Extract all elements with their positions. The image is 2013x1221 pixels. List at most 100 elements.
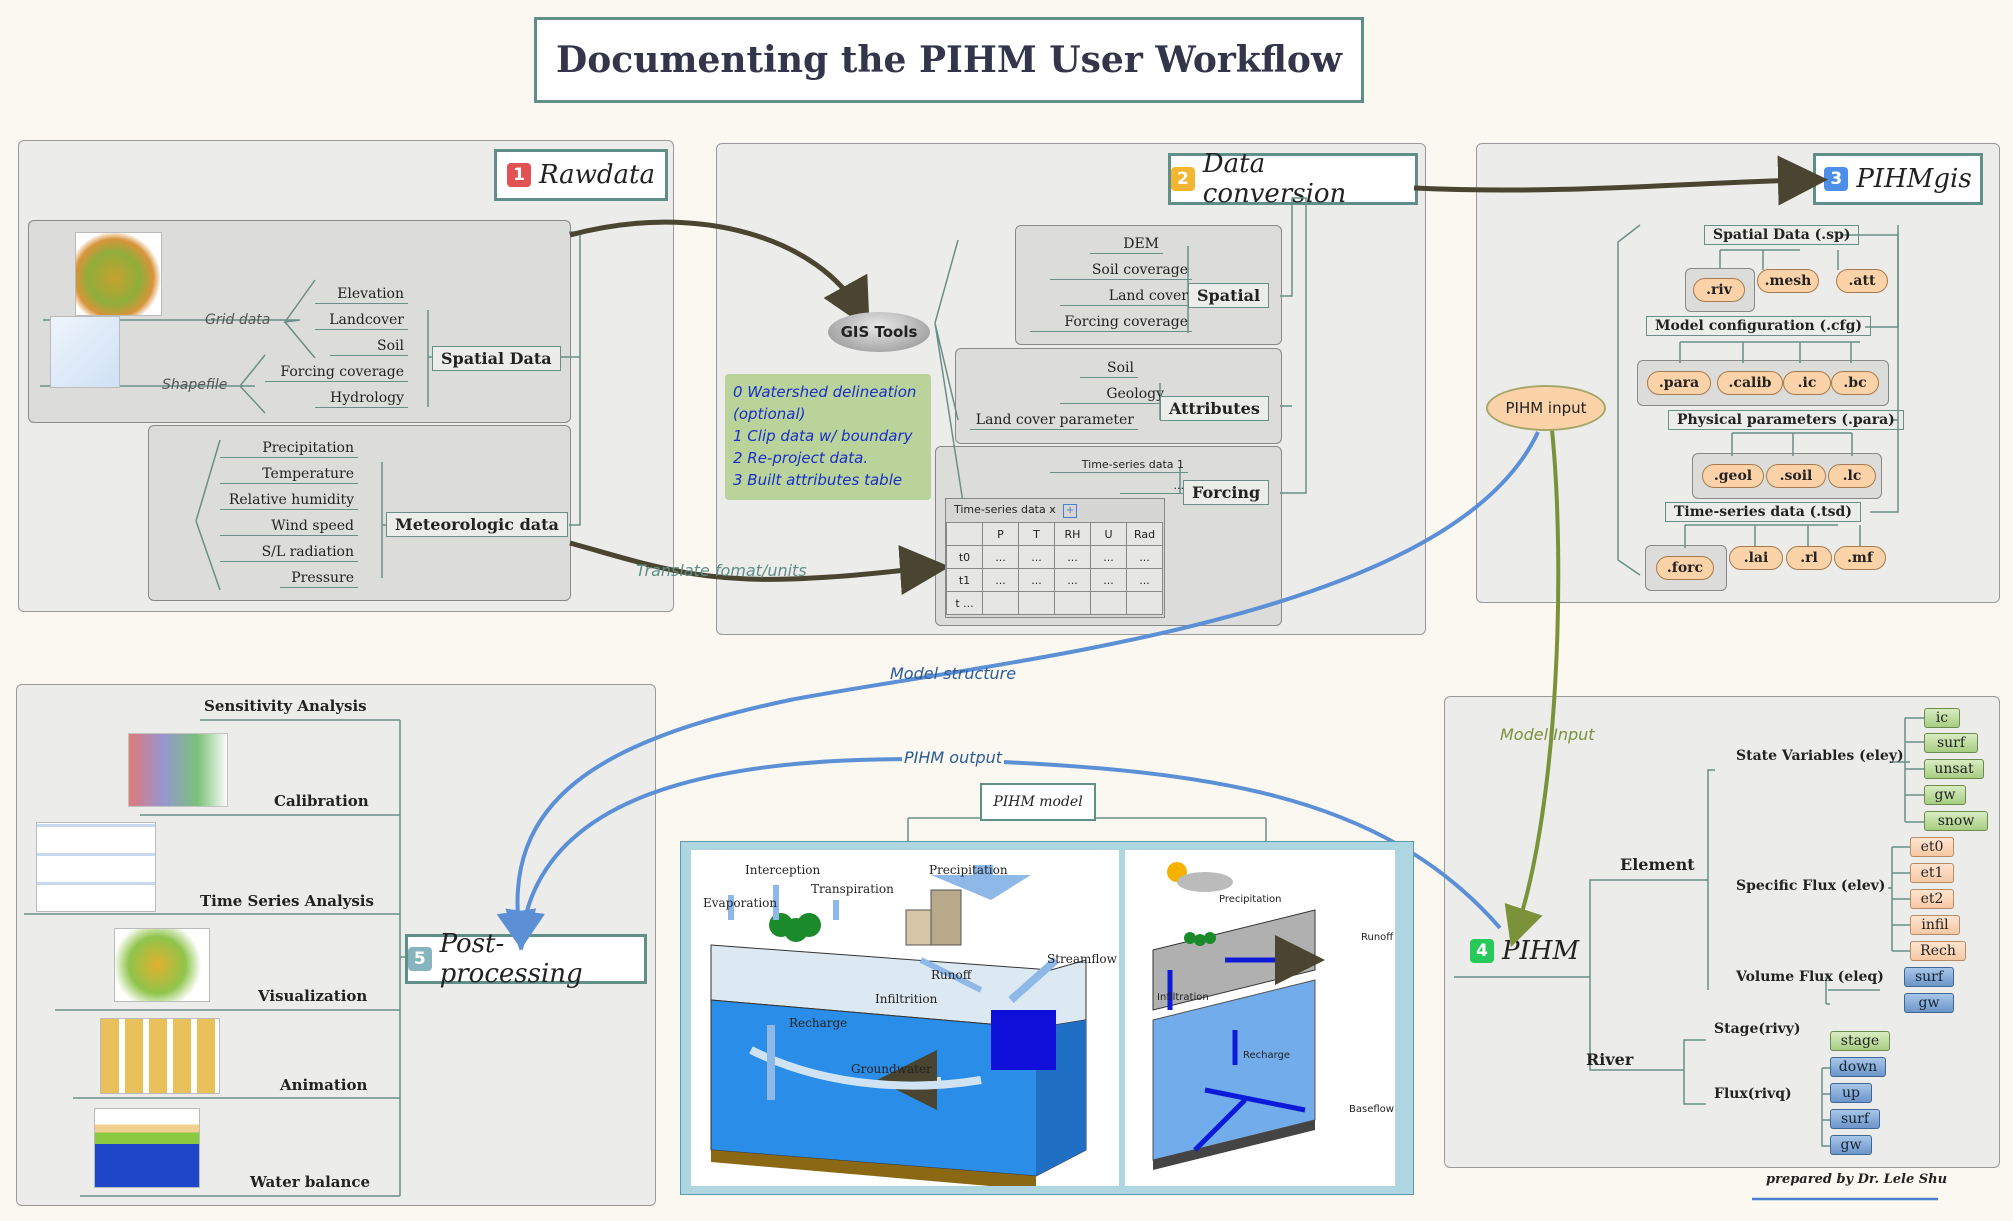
pill-soil: .soil	[1766, 464, 1826, 488]
post-animation: Animation	[280, 1076, 368, 1094]
lbl-interception: Interception	[745, 863, 821, 877]
pihm-output-label: PIHM output	[902, 748, 1005, 767]
river-stage: stage	[1830, 1031, 1890, 1051]
lbl-baseflow: Baseflow	[1349, 1104, 1394, 1115]
state-ic: ic	[1924, 708, 1960, 728]
flux-et0: et0	[1910, 837, 1954, 857]
lbl-groundwater: Groundwater	[851, 1062, 932, 1076]
step-4-badge: 4	[1470, 939, 1494, 963]
pill-rl: .rl	[1786, 546, 1832, 570]
watershed-cross-section-illustration	[691, 850, 1119, 1186]
volflux-gw: gw	[1904, 993, 1954, 1013]
pill-para: .para	[1647, 371, 1711, 395]
gis-tools-label: GIS Tools	[840, 323, 918, 341]
table-cell	[946, 522, 983, 546]
table-cell: ...	[1126, 568, 1163, 592]
sp-label: Spatial Data (.sp)	[1704, 225, 1860, 245]
table-cell: ...	[1054, 568, 1091, 592]
conversion-header-label: Data conversion	[1202, 149, 1347, 209]
river-flux-gw: gw	[1830, 1135, 1872, 1155]
table-cell: t0	[946, 545, 983, 569]
pill-bc: .bc	[1831, 371, 1879, 395]
table-cell: ...	[1018, 568, 1055, 592]
lbl-runoff-right: Runoff	[1361, 932, 1394, 943]
lbl-streamflow: Streamflow	[1047, 952, 1117, 966]
gis-step-2: 2 Re-project data.	[733, 449, 869, 467]
table-cell	[1054, 591, 1091, 615]
arrow-raw-to-gis	[569, 219, 870, 330]
pihmgis-header-label: PIHMgis	[1856, 164, 1972, 194]
pihm-model-figure: Interception Transpiration Precipitation…	[680, 841, 1414, 1195]
table-row: t0 ... ... ... ... ...	[946, 545, 1163, 569]
arrow-model-input	[1504, 429, 1561, 948]
state-surf: surf	[1924, 733, 1978, 753]
translate-format-label: Translate fomat/units	[636, 561, 807, 580]
pihm-input-label: PIHM input	[1505, 399, 1587, 417]
conv-attributes-node: Attributes	[1160, 396, 1269, 421]
page-title-box: Documenting the PIHM User Workflow	[534, 17, 1364, 103]
rawdata-header-label: Rawdata	[538, 160, 656, 190]
pill-ic: .ic	[1783, 371, 1831, 395]
raw-spatial-item-forcing: Forcing coverage	[265, 364, 408, 382]
conv-attr-geology: Geology	[1060, 386, 1168, 404]
state-snow: snow	[1924, 811, 1988, 831]
conv-spatial-soil: Soil coverage	[1050, 262, 1192, 280]
pill-lai: .lai	[1729, 546, 1783, 570]
pill-forc: .forc	[1656, 556, 1714, 580]
conv-forcing-node: Forcing	[1183, 480, 1270, 505]
specific-flux-label: Specific Flux (elev)	[1736, 878, 1886, 894]
lbl-precipitation-right: Precipitation	[1219, 894, 1282, 905]
gis-steps-note: 0 Watershed delineation (optional) 1 Cli…	[725, 374, 931, 500]
cfg-label: Model configuration (.cfg)	[1646, 316, 1871, 336]
credit-text: prepared by Dr. Lele Shu	[1766, 1172, 1948, 1187]
conv-attr-landcover: Land cover parameter	[970, 412, 1138, 430]
met-item-radiation: S/L radiation	[220, 544, 358, 562]
table-row: t ...	[946, 591, 1163, 615]
conv-attr-soil: Soil	[1080, 360, 1138, 378]
state-unsat: unsat	[1924, 759, 1984, 779]
table-cell: ...	[1018, 545, 1055, 569]
grid-data-label: Grid data	[205, 312, 271, 328]
arrow-model-structure	[496, 431, 1540, 951]
model-structure-label: Model structure	[890, 664, 1017, 683]
page-title: Documenting the PIHM User Workflow	[556, 39, 1342, 81]
table-cell: RH	[1054, 522, 1091, 546]
add-table-icon[interactable]: +	[1063, 504, 1078, 518]
post-visualization: Visualization	[258, 987, 368, 1005]
arrow-conv-to-pihmgis	[1413, 155, 1828, 206]
step-5-badge: 5	[408, 947, 432, 971]
visualization-map-thumbnail	[114, 928, 210, 1002]
gis-tools-bubble: GIS Tools	[828, 312, 930, 352]
flux-et1: et1	[1910, 863, 1954, 883]
lbl-precipitation-left: Precipitation	[929, 863, 1008, 877]
table-cell	[982, 591, 1019, 615]
met-item-precipitation: Precipitation	[220, 440, 358, 458]
stage-label: Stage(rivy)	[1714, 1021, 1801, 1037]
pill-geol: .geol	[1702, 464, 1764, 488]
lbl-evaporation: Evaporation	[703, 896, 778, 910]
pihm-model-title-box: PIHM model	[980, 783, 1096, 821]
model-input-label: Model Input	[1500, 725, 1595, 744]
table-cell: U	[1090, 522, 1127, 546]
state-vars-label: State Variables (eley)	[1736, 748, 1904, 764]
conv-forcing-ellipsis: ...	[1120, 479, 1188, 494]
hillslope-element-illustration	[1125, 850, 1395, 1186]
volflux-surf: surf	[1904, 967, 1954, 987]
table-row: t1 ... ... ... ... ...	[946, 568, 1163, 592]
rawdata-header: 1 Rawdata	[494, 149, 668, 201]
shapefile-label: Shapefile	[162, 377, 228, 393]
river-flux-label: Flux(rivq)	[1714, 1086, 1792, 1102]
arrow-met-to-table	[569, 540, 950, 595]
lbl-recharge-left: Recharge	[789, 1016, 848, 1030]
conv-spatial-landcover: Land cover	[1060, 288, 1192, 306]
conv-spatial-forcing: Forcing coverage	[1030, 314, 1192, 332]
grid-map-thumbnail	[75, 232, 162, 316]
gis-step-0b: (optional)	[733, 405, 806, 423]
table-cell: Rad	[1126, 522, 1163, 546]
raw-spatial-item-hydrology: Hydrology	[315, 390, 408, 408]
volume-flux-label: Volume Flux (eleq)	[1736, 969, 1884, 985]
pill-calib: .calib	[1717, 371, 1783, 395]
table-cell	[1018, 591, 1055, 615]
conversion-header: 2 Data conversion	[1168, 149, 1418, 209]
river-flux-down: down	[1830, 1057, 1886, 1077]
